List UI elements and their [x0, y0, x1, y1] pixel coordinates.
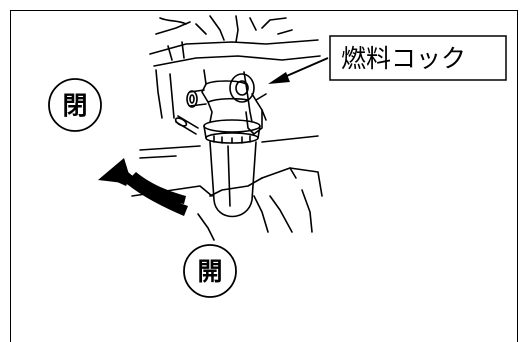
closed-label: 閉: [62, 91, 87, 120]
open-badge: 開: [183, 244, 237, 298]
callout-leader: [268, 57, 329, 84]
callout-box: 燃料コック: [329, 35, 507, 81]
machine-drawing: [131, 15, 323, 241]
closed-badge: 閉: [48, 78, 102, 132]
callout-label: 燃料コック: [341, 44, 466, 73]
rotation-arrow-icon: [98, 158, 188, 216]
open-label: 開: [197, 257, 222, 286]
